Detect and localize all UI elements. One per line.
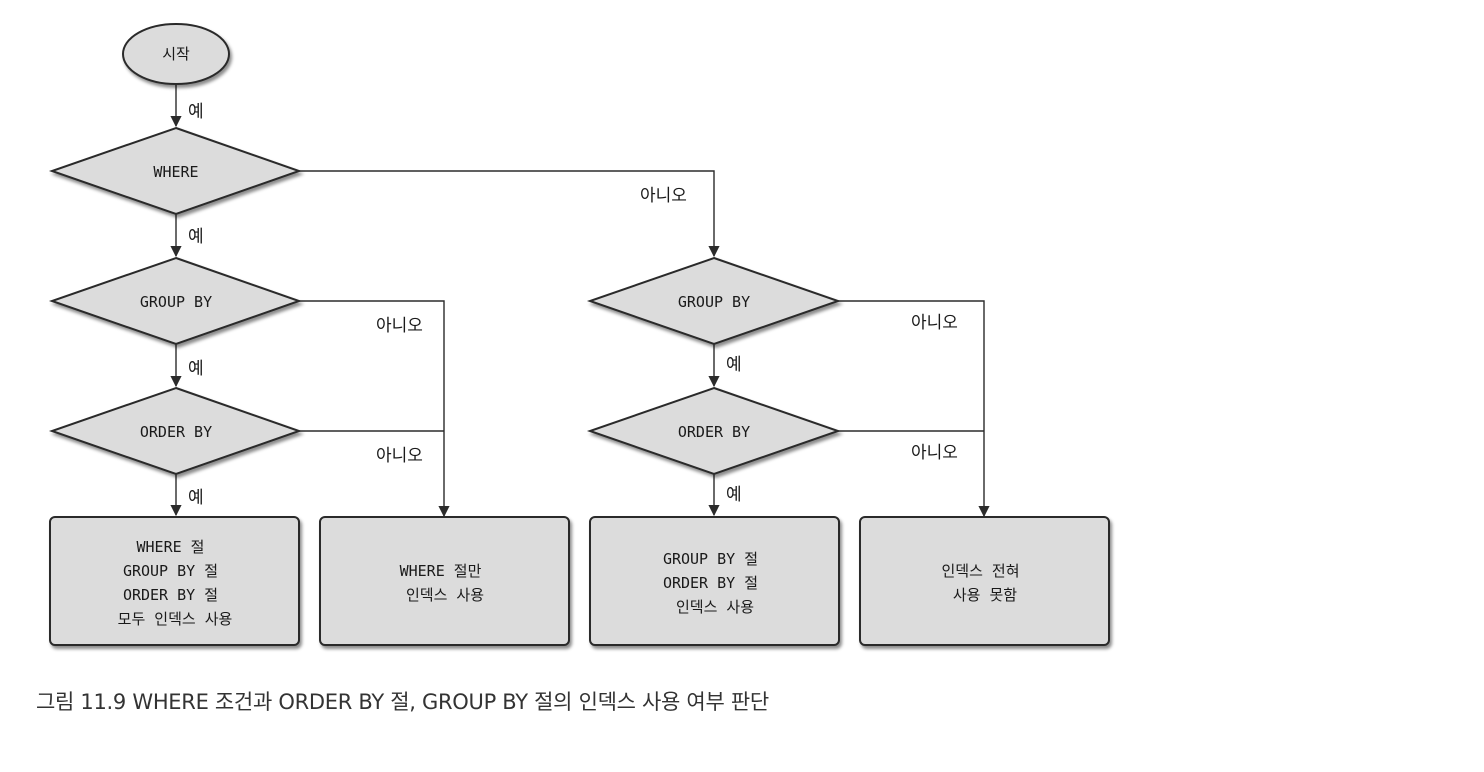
edge-label-no: 아니오: [376, 446, 423, 466]
result-all-line: GROUP BY 절: [123, 562, 218, 580]
groupby-left-label: GROUP BY: [140, 293, 212, 311]
edge-label-no: 아니오: [911, 443, 958, 463]
groupby-left-decision: [48, 256, 303, 346]
start-node: [122, 23, 230, 85]
where-decision-label: WHERE: [153, 163, 198, 181]
start-node-label: 시작: [162, 45, 190, 63]
flowchart: 시작 WHERE GROUP BY ORDER BY GROUP BY ORDE…: [48, 23, 1110, 646]
result-all-label: WHERE 절 GROUP BY 절 ORDER BY 절 모두 인덱스 사용: [118, 538, 233, 628]
result-none-line: 사용 못함: [953, 586, 1017, 604]
result-group-order-box: [589, 516, 840, 646]
edges: [170, 84, 990, 518]
result-all-line: WHERE 절: [136, 538, 204, 556]
result-none-label: 인덱스 전혀 사용 못함: [941, 562, 1028, 604]
result-where-only-label: WHERE 절만 인덱스 사용: [400, 562, 491, 604]
result-group-order-label: GROUP BY 절 ORDER BY 절 인덱스 사용: [663, 550, 767, 616]
edge-labels: 예 예 예 예 예 예 아니오 아니오 아니오 아니오 아니오: [188, 102, 958, 508]
edge-groupby-right-no: [838, 300, 990, 518]
result-group-order-line: GROUP BY 절: [663, 550, 758, 568]
edge-label-yes: 예: [188, 102, 204, 122]
groupby-right-label: GROUP BY: [678, 293, 750, 311]
result-none-box: [859, 516, 1110, 646]
nodes: 시작 WHERE GROUP BY ORDER BY GROUP BY ORDE…: [48, 23, 1110, 646]
figure-caption: 그림 11.9 WHERE 조건과 ORDER BY 절, GROUP BY 절…: [36, 690, 769, 714]
edge-where-no: [298, 170, 720, 258]
where-decision: [48, 126, 303, 216]
edge-label-yes: 예: [188, 227, 204, 247]
result-group-order-line: 인덱스 사용: [676, 598, 754, 616]
result-where-only-box: [319, 516, 570, 646]
edge-label-yes: 예: [726, 485, 742, 505]
groupby-right-decision: [586, 256, 842, 346]
edge-label-yes: 예: [188, 359, 204, 379]
result-all-line: ORDER BY 절: [123, 586, 218, 604]
edge-label-no: 아니오: [376, 316, 423, 336]
result-all-box: [49, 516, 300, 646]
orderby-right-label: ORDER BY: [678, 423, 750, 441]
orderby-right-decision: [586, 386, 842, 476]
result-none-line: 인덱스 전혀: [941, 562, 1019, 580]
result-all-line: 모두 인덱스 사용: [118, 610, 233, 628]
edge-label-no: 아니오: [911, 313, 958, 333]
edge-label-no: 아니오: [640, 186, 687, 206]
edge-label-yes: 예: [726, 355, 742, 375]
result-where-only-line: 인덱스 사용: [406, 586, 484, 604]
orderby-left-decision: [48, 386, 303, 476]
edge-groupby-left-no: [298, 300, 450, 518]
result-where-only-line: WHERE 절만: [400, 562, 482, 580]
edge-label-yes: 예: [188, 488, 204, 508]
result-group-order-line: ORDER BY 절: [663, 574, 758, 592]
orderby-left-label: ORDER BY: [140, 423, 212, 441]
